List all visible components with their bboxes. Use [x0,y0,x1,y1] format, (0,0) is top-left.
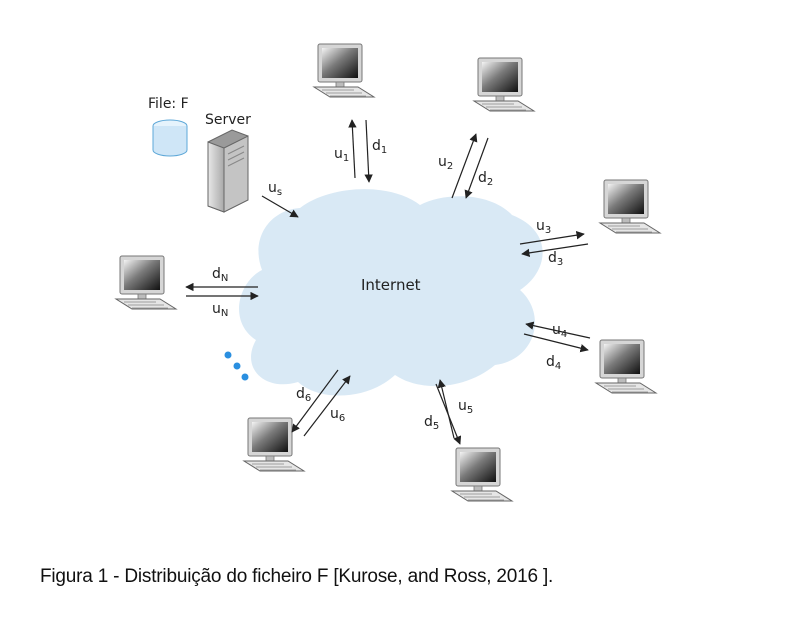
server-icon [207,129,249,213]
peer-1-download-arrow [364,119,373,183]
peer-2-download-arrow [464,137,489,199]
peer-6-upload-label: u6 [330,406,345,424]
peer-6-download-arrow [291,369,339,433]
peer-1-computer-icon [313,43,375,98]
peer-4-computer-icon [595,339,657,394]
peer-4-download-label: d4 [546,354,561,372]
peer-n-computer-icon [115,255,177,310]
peer-5-upload-label: u5 [458,398,473,416]
peer-5-computer-icon [451,447,513,502]
file-label: File: F [148,96,189,112]
peer-2-upload-label: u2 [438,154,453,172]
peer-n-upload-label: uN [212,301,228,319]
peer-5-upload-arrow [437,379,455,439]
more-peers-ellipsis [224,351,249,381]
peer-1-upload-arrow [348,119,357,179]
peer-5-download-label: d5 [424,414,439,432]
server-upload-arrow [261,195,299,218]
peer-6-computer-icon [243,417,305,472]
database-icon [152,119,188,157]
peer-6-upload-arrow [303,375,351,437]
peer-1-download-label: d1 [372,138,387,156]
peer-n-download-label: dN [212,266,228,284]
peer-4-upload-label: u4 [552,322,567,340]
peer-2-computer-icon [473,57,535,112]
internet-cloud [239,189,543,396]
peer-3-computer-icon [599,179,661,234]
server-label: Server [205,112,251,128]
peer-2-upload-arrow [451,133,478,199]
peer-1-upload-label: u1 [334,146,349,164]
peer-4-download-arrow [523,333,589,353]
peer-3-upload-arrow [519,231,585,245]
peer-2-download-label: d2 [478,170,493,188]
peer-3-download-arrow [521,243,589,258]
peer-5-download-arrow [435,383,462,445]
internet-label: Internet [361,276,421,294]
peer-6-download-label: d6 [296,386,311,404]
server-upload-label: us [268,180,282,198]
peer-3-download-label: d3 [548,250,563,268]
peer-3-upload-label: u3 [536,218,551,236]
figure-caption: Figura 1 - Distribuição do ficheiro F [K… [40,566,554,587]
peer-4-upload-arrow [525,321,591,339]
p2p-file-distribution-diagram: Internet File: F Server us u1 d1 u2 d2 u… [115,43,661,502]
